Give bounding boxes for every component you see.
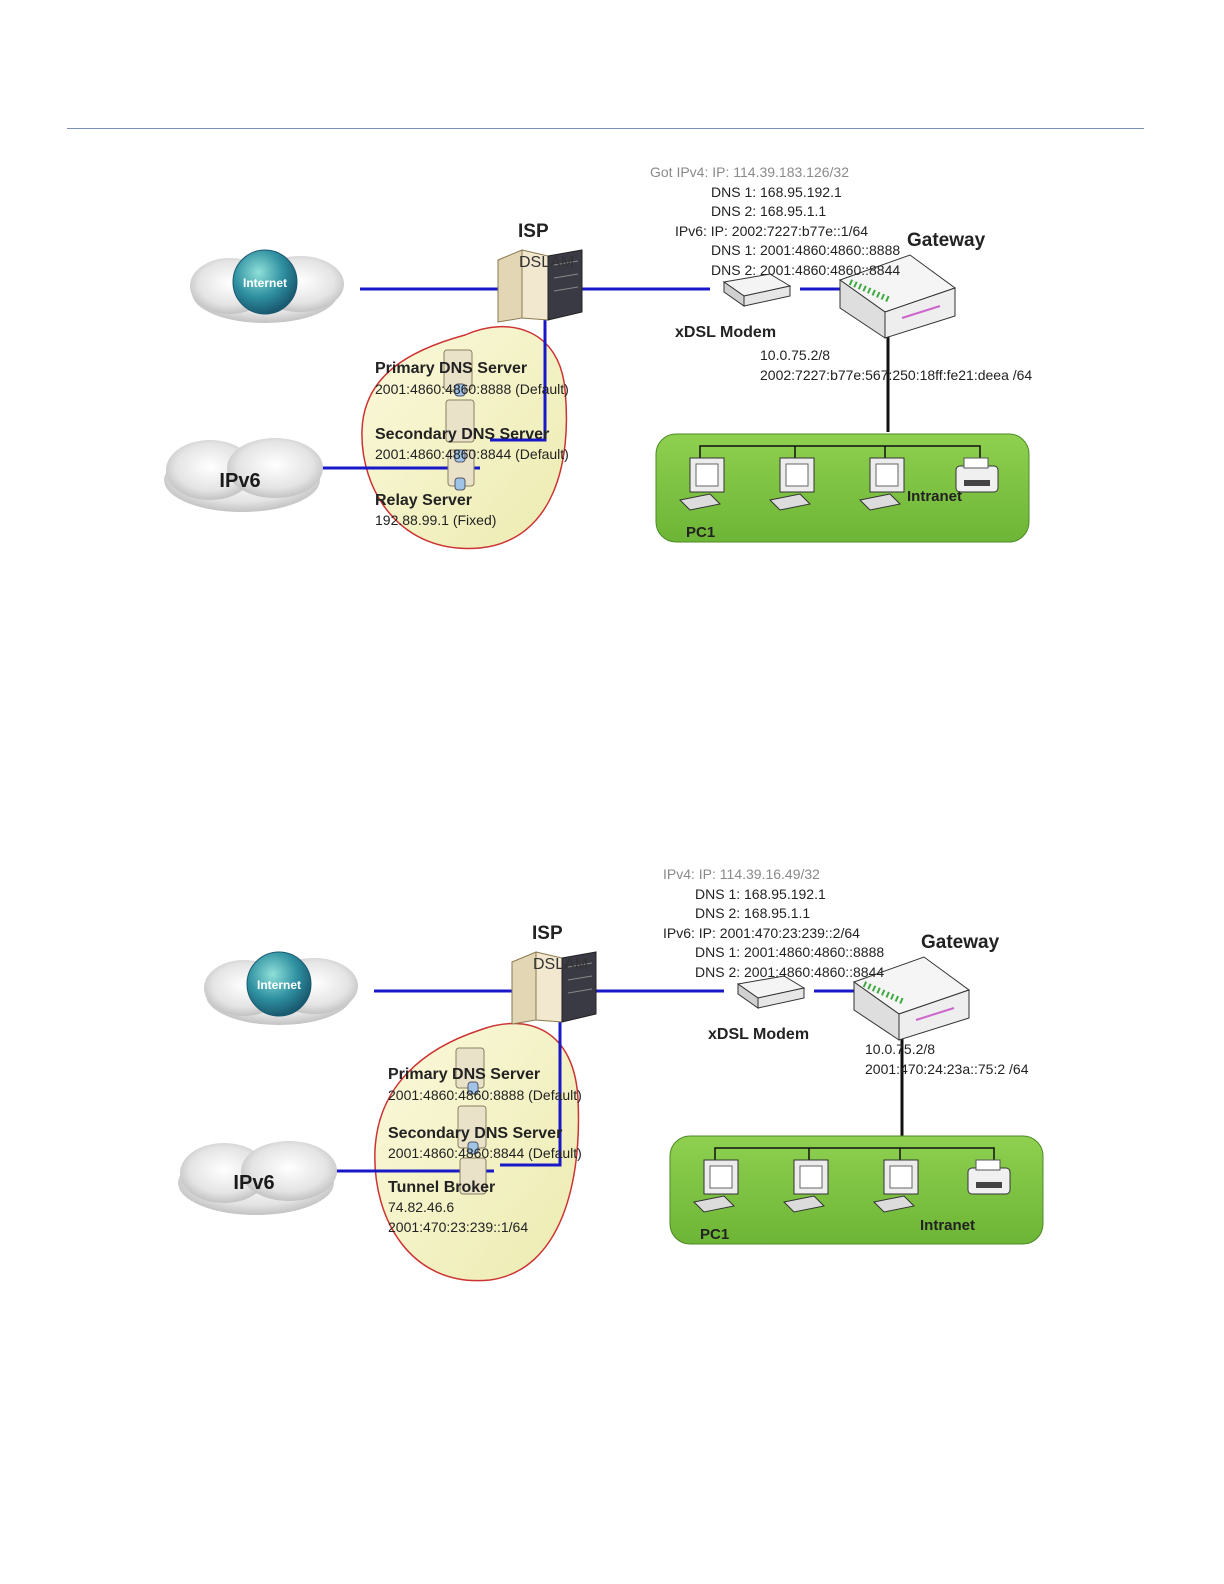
network-diagram-tunnel-broker: Internet IPv6 ISP DSLAM xDSL Modem Gatew… bbox=[178, 866, 1044, 1282]
wan-info-line: DNS 1: 2001:4860:4860::8888 bbox=[711, 242, 900, 258]
intranet-label: Intranet bbox=[907, 488, 962, 505]
ipv6-cloud: IPv6 bbox=[164, 438, 323, 512]
gateway-label: Gateway bbox=[907, 230, 986, 251]
internet-cloud: Internet bbox=[204, 951, 358, 1025]
dslam-icon bbox=[511, 951, 597, 1025]
server-detail: 2001:470:23:239::1/64 bbox=[388, 1219, 528, 1235]
wan-info-line: DNS 2: 2001:4860:4860::8844 bbox=[695, 964, 884, 980]
dslam-icon bbox=[497, 249, 583, 323]
ipv6-cloud: IPv6 bbox=[178, 1141, 337, 1215]
globe-icon bbox=[232, 249, 298, 315]
server-detail: 2001:4860:4860:8888 (Default) bbox=[375, 381, 569, 397]
header-rule bbox=[67, 128, 1144, 129]
pc-icon bbox=[678, 457, 725, 511]
network-diagram-6to4: Internet IPv6 ISP DSLAM xDSL Modem Gatew… bbox=[164, 164, 1032, 550]
pc-icon bbox=[872, 1159, 919, 1213]
wan-info-line: IPv6: IP: 2001:470:23:239::2/64 bbox=[663, 925, 860, 941]
lan-info-line: 10.0.75.2/8 bbox=[760, 347, 830, 363]
server-name: Relay Server bbox=[375, 492, 472, 509]
lan-info: 10.0.75.2/8 2001:470:24:23a::75:2 /64 bbox=[865, 1041, 1029, 1077]
server-labels: Primary DNS Server 2001:4860:4860:8888 (… bbox=[388, 1066, 582, 1235]
wan-info-line: IPv4: IP: 114.39.16.49/32 bbox=[663, 866, 820, 882]
wan-info-line: DNS 2: 2001:4860:4860::8844 bbox=[711, 262, 900, 278]
wan-info-line: IPv6: IP: 2002:7227:b77e::1/64 bbox=[675, 223, 868, 239]
gateway-label: Gateway bbox=[921, 932, 1000, 953]
link-isp-servers bbox=[490, 320, 547, 442]
pc-icon bbox=[782, 1159, 829, 1213]
printer-icon bbox=[955, 457, 999, 493]
server-detail: 2001:4860:4860:8844 (Default) bbox=[388, 1145, 582, 1161]
intranet-area bbox=[655, 433, 1030, 543]
ipv6-label: IPv6 bbox=[219, 470, 260, 492]
pc-icon bbox=[768, 457, 815, 511]
internet-label: Internet bbox=[243, 276, 287, 290]
lan-info-line: 10.0.75.2/8 bbox=[865, 1041, 935, 1057]
lan-info-line: 2002:7227:b77e:567:250:18ff:fe21:deea /6… bbox=[760, 367, 1032, 383]
printer-icon bbox=[967, 1159, 1011, 1195]
dslam-label: DSLAM bbox=[533, 956, 588, 973]
modem-label: xDSL Modem bbox=[708, 1026, 809, 1043]
server-name: Secondary DNS Server bbox=[375, 426, 549, 443]
server-name: Secondary DNS Server bbox=[388, 1125, 562, 1142]
pc1-label: PC1 bbox=[700, 1226, 729, 1243]
gateway-icon bbox=[852, 956, 971, 1041]
gateway-icon bbox=[838, 254, 957, 339]
server-name: Primary DNS Server bbox=[388, 1066, 540, 1083]
modem-label: xDSL Modem bbox=[675, 324, 776, 341]
wan-info: Got IPv4: IP: 114.39.183.126/32 DNS 1: 1… bbox=[650, 164, 900, 278]
server-name: Tunnel Broker bbox=[388, 1179, 495, 1196]
server-detail: 2001:4860:4860:8888 (Default) bbox=[388, 1087, 582, 1103]
wan-info-line: DNS 2: 168.95.1.1 bbox=[695, 905, 810, 921]
dns-server-stack-icon bbox=[443, 349, 475, 491]
server-detail: 74.82.46.6 bbox=[388, 1199, 454, 1215]
wan-info-line: Got IPv4: IP: 114.39.183.126/32 bbox=[650, 164, 849, 180]
dns-server-stack-icon bbox=[455, 1047, 487, 1195]
lan-info: 10.0.75.2/8 2002:7227:b77e:567:250:18ff:… bbox=[760, 347, 1032, 383]
intranet-area bbox=[669, 1135, 1044, 1245]
wan-info-line: DNS 2: 168.95.1.1 bbox=[711, 203, 826, 219]
globe-icon bbox=[246, 951, 312, 1017]
server-name: Primary DNS Server bbox=[375, 360, 527, 377]
lan-info-line: 2001:470:24:23a::75:2 /64 bbox=[865, 1061, 1029, 1077]
pc-icon bbox=[692, 1159, 739, 1213]
modem-icon bbox=[722, 273, 792, 307]
wan-info-line: DNS 1: 2001:4860:4860::8888 bbox=[695, 944, 884, 960]
internet-label: Internet bbox=[257, 978, 301, 992]
internet-cloud: Internet bbox=[190, 249, 344, 323]
wan-info-line: DNS 1: 168.95.192.1 bbox=[711, 184, 842, 200]
isp-label: ISP bbox=[518, 221, 549, 242]
server-labels: Primary DNS Server 2001:4860:4860:8888 (… bbox=[375, 360, 569, 528]
pc1-label: PC1 bbox=[686, 524, 715, 541]
pc-icon bbox=[858, 457, 905, 511]
dslam-label: DSLAM bbox=[519, 254, 574, 271]
intranet-label: Intranet bbox=[920, 1217, 975, 1234]
link-isp-servers bbox=[500, 1020, 562, 1167]
wan-info: IPv4: IP: 114.39.16.49/32 DNS 1: 168.95.… bbox=[663, 866, 884, 980]
isp-label: ISP bbox=[532, 923, 563, 944]
server-detail: 192.88.99.1 (Fixed) bbox=[375, 512, 496, 528]
modem-icon bbox=[736, 975, 806, 1009]
server-detail: 2001:4860:4860:8844 (Default) bbox=[375, 446, 569, 462]
wan-info-line: DNS 1: 168.95.192.1 bbox=[695, 886, 826, 902]
ipv6-label: IPv6 bbox=[233, 1172, 274, 1194]
